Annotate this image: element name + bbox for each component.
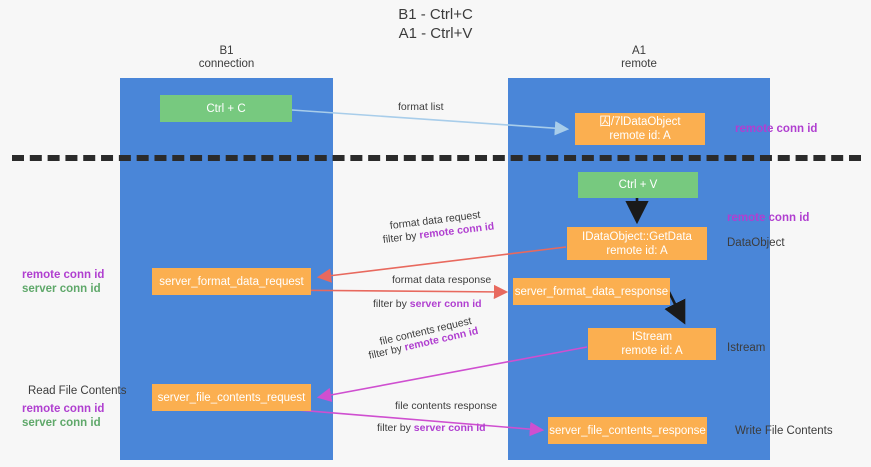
side-label-left-server-conn-id-2: server conn id: [22, 417, 101, 429]
side-label-remote-conn-id-top: remote conn id: [735, 123, 818, 135]
node-getdata-line-1: IDataObject::GetData: [582, 230, 692, 243]
filter-prefix: filter by: [377, 422, 414, 434]
node-ctrl-c-label: Ctrl + C: [206, 102, 246, 115]
section-divider: [12, 155, 861, 161]
page-title-line-1: B1 - Ctrl+C: [398, 6, 473, 23]
node-idataobject-line-2: remote id: A: [609, 130, 671, 142]
edge-label-file-contents-response: file contents response: [395, 400, 498, 412]
node-server-format-data-response[interactable]: server_format_data_response: [513, 278, 670, 305]
node-istream-line-2: remote id: A: [621, 345, 683, 357]
edge-label-format-data-response-filter: filter by server conn id: [373, 298, 482, 311]
side-label-left-remote-conn-id-2: remote conn id: [22, 403, 105, 415]
node-server-file-contents-request-label: server_file_contents_request: [157, 391, 306, 404]
node-getdata-line-2: remote id: A: [606, 244, 668, 257]
page-title-line-2: A1 - Ctrl+V: [398, 25, 473, 42]
filter-prefix: filter by: [382, 229, 421, 246]
column-title-b1: B1 connection: [120, 45, 333, 71]
side-label-read-file-contents: Read File Contents: [28, 385, 127, 397]
node-idataobject-line-1: 囚/7lDataObject: [599, 116, 681, 128]
side-label-left-server-conn-id-1: server conn id: [22, 283, 101, 295]
edge-label-format-data-response: format data response: [392, 274, 492, 286]
node-server-file-contents-response-label: server_file_contents_response: [549, 424, 706, 437]
column-title-a1: A1 remote: [508, 45, 770, 71]
column-title-b1-role: connection: [198, 58, 255, 70]
node-server-file-contents-request[interactable]: server_file_contents_request: [152, 384, 311, 411]
page-title: B1 - Ctrl+C A1 - Ctrl+V: [0, 5, 871, 43]
side-label-dataobject: DataObject: [727, 237, 785, 249]
node-server-file-contents-response[interactable]: server_file_contents_response: [548, 417, 707, 444]
side-label-left-remote-conn-id-1: remote conn id: [22, 269, 105, 281]
node-ctrl-v-label: Ctrl + V: [618, 179, 658, 191]
column-title-a1-name: A1: [631, 45, 647, 57]
edge-label-file-contents-response-filter: filter by server conn id: [377, 422, 486, 435]
node-server-format-data-request-label: server_format_data_request: [159, 275, 304, 288]
node-ctrl-c[interactable]: Ctrl + C: [160, 95, 292, 122]
node-istream-line-1: IStream: [631, 331, 673, 343]
column-title-b1-name: B1: [219, 45, 234, 57]
node-idataobject[interactable]: 囚/7lDataObject remote id: A: [575, 113, 705, 145]
node-idataobject-getdata[interactable]: IDataObject::GetData remote id: A: [567, 227, 707, 260]
edge-label-format-list: format list: [398, 101, 444, 113]
side-label-remote-conn-id-mid: remote conn id: [727, 212, 810, 224]
node-ctrl-v[interactable]: Ctrl + V: [578, 172, 698, 198]
side-label-write-file-contents: Write File Contents: [735, 425, 833, 437]
filter-prefix: filter by: [373, 298, 410, 310]
filter-value-server-conn-id: server conn id: [413, 422, 486, 434]
node-server-format-data-request[interactable]: server_format_data_request: [152, 268, 311, 295]
filter-prefix: filter by: [367, 341, 407, 362]
filter-value-server-conn-id: server conn id: [409, 298, 482, 310]
node-istream[interactable]: IStream remote id: A: [588, 328, 716, 360]
column-title-a1-role: remote: [621, 58, 657, 70]
side-label-istream: Istream: [727, 342, 766, 354]
node-server-format-data-response-label: server_format_data_response: [514, 285, 669, 298]
